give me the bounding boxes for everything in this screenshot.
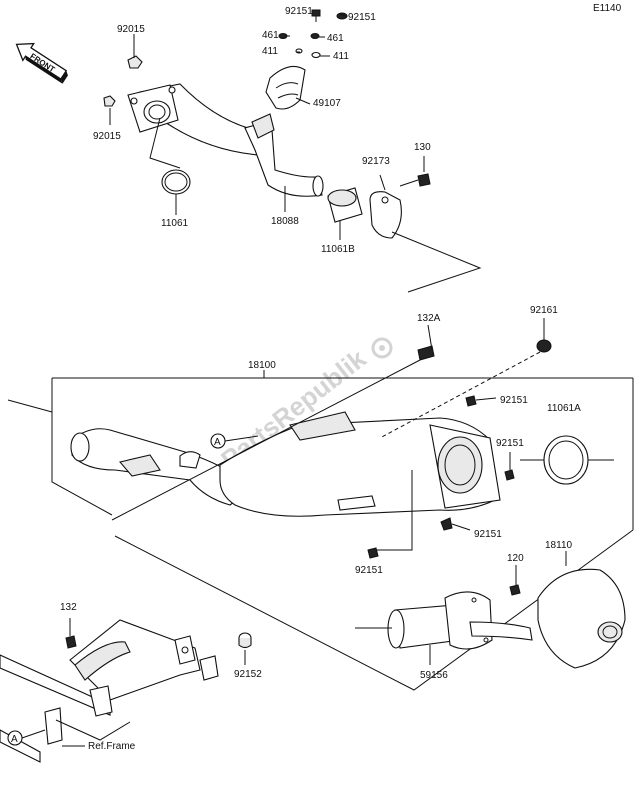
bolt-92151-top-left <box>311 9 321 22</box>
label-11061b: 11061B <box>321 244 355 255</box>
label-92015-left: 92015 <box>93 131 121 142</box>
label-92152: 92152 <box>234 669 262 680</box>
label-ref-frame: Ref.Frame <box>88 741 136 752</box>
label-18088: 18088 <box>271 216 299 227</box>
spark-arrester-59156 <box>387 591 533 650</box>
screw-92151-c <box>440 517 471 531</box>
diagram-code: E1140 <box>593 3 622 14</box>
label-132: 132 <box>60 602 77 613</box>
label-411-left: 411 <box>262 46 278 57</box>
grommet-92161 <box>536 318 552 353</box>
leader-lines-top <box>109 13 482 293</box>
subframe <box>0 619 219 763</box>
label-59156: 59156 <box>420 670 448 681</box>
collar-92152 <box>238 632 252 665</box>
label-92151-a: 92151 <box>500 395 528 406</box>
label-49107: 49107 <box>313 98 341 109</box>
muffler-18100 <box>70 411 501 517</box>
bolt-132a <box>417 324 435 361</box>
dashed-guide-lines <box>111 351 541 521</box>
collar-411-right <box>311 51 321 59</box>
front-arrow-icon: FRONT <box>15 42 68 84</box>
label-130: 130 <box>414 142 431 153</box>
end-cap-18110 <box>537 568 626 669</box>
screw-92151-d <box>367 470 413 559</box>
label-461-right: 461 <box>327 33 344 44</box>
lower-right-frame-lines <box>355 551 567 665</box>
label-11061a: 11061A <box>547 403 581 414</box>
bolt-132 <box>65 618 77 649</box>
ref-a-marker-lower: A <box>7 729 46 746</box>
label-92151-top-right: 92151 <box>348 12 376 23</box>
heat-guard <box>265 65 306 110</box>
bolt-130 <box>399 173 431 187</box>
label-18110: 18110 <box>545 540 573 551</box>
bolt-120 <box>509 565 521 596</box>
label-92151-top-left: 92151 <box>285 6 313 17</box>
label-92151-d: 92151 <box>355 565 383 576</box>
label-120: 120 <box>507 553 524 564</box>
watermark-gear-icon <box>371 337 393 359</box>
ref-a-text-middle: A <box>214 437 221 448</box>
label-11061: 11061 <box>161 218 189 229</box>
label-92151-b: 92151 <box>496 438 524 449</box>
label-132a: 132A <box>417 313 441 324</box>
nut-92015-left <box>103 95 116 107</box>
label-92015-top: 92015 <box>117 24 145 35</box>
clamp-92173 <box>369 191 402 239</box>
label-92161: 92161 <box>530 305 558 316</box>
gasket-11061a <box>520 435 614 485</box>
gasket-11061b <box>327 187 363 223</box>
ref-a-text-lower: A <box>11 734 18 745</box>
ref-a-marker-middle: A <box>210 433 259 449</box>
screw-92151-a <box>465 395 497 407</box>
nut-92015-top <box>127 55 143 69</box>
label-92173: 92173 <box>362 156 390 167</box>
header-pipe <box>127 83 324 197</box>
label-18100: 18100 <box>248 360 276 371</box>
screw-92151-b <box>504 452 515 481</box>
washer-461-right <box>310 33 320 39</box>
bolt-92151-top-right <box>336 12 348 20</box>
gasket-11061 <box>161 169 191 195</box>
label-461-left: 461 <box>262 30 279 41</box>
label-92151-c: 92151 <box>474 529 502 540</box>
label-411-right: 411 <box>333 51 349 62</box>
